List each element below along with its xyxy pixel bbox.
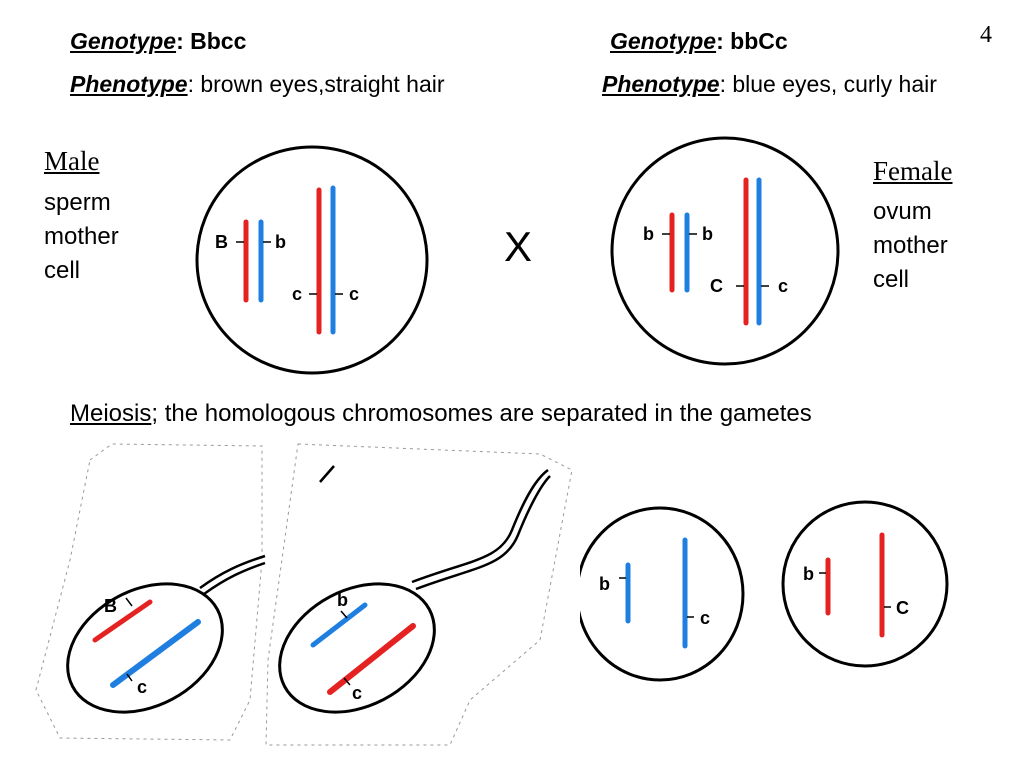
allele-label: c [137, 677, 147, 697]
phenotype-label: Phenotype [70, 71, 188, 97]
sperm-tail [199, 554, 266, 590]
locus-tick [343, 677, 351, 686]
egg-gamete-2: b C [781, 500, 949, 668]
female-cell-description: ovum mother cell [873, 195, 948, 297]
allele-label: c [349, 284, 359, 304]
allele-label: c [352, 683, 362, 703]
locus-tick [126, 673, 133, 682]
meiosis-caption: Meiosis; the homologous chromosomes are … [70, 400, 812, 427]
male-label: Male [44, 146, 100, 176]
cell-membrane [195, 145, 429, 375]
female-mother-cell: b b C c [610, 136, 840, 366]
allele-label: b [702, 224, 713, 244]
egg-gamete-1: b c [574, 506, 745, 682]
allele-label: b [599, 574, 610, 594]
chromosome-red-long [327, 623, 416, 695]
sperm-tail [203, 561, 266, 596]
genotype-value: bbCc [730, 28, 788, 54]
allele-label: c [700, 608, 710, 628]
allele-label: c [778, 276, 788, 296]
sperm-tail-fragment [319, 465, 335, 483]
chromosome-blue-long [110, 619, 201, 688]
male-cell-line-1: sperm [44, 189, 111, 216]
chromosome-red-short [92, 599, 153, 643]
male-cell-description: sperm mother cell [44, 186, 119, 288]
photo-cutout-edge [35, 443, 263, 741]
female-cell-line-2: mother [873, 232, 948, 259]
egg-membrane [781, 500, 949, 668]
photo-cutout-edge [265, 443, 573, 746]
sperm-gamete-1: B c [35, 443, 266, 741]
allele-label: c [292, 284, 302, 304]
chromosome-blue-short [310, 602, 368, 648]
female-cell-line-3: cell [873, 266, 910, 293]
allele-label: B [104, 596, 117, 616]
meiosis-term: Meiosis [70, 400, 152, 427]
allele-label: B [215, 232, 228, 252]
sperm-tail [411, 468, 549, 584]
allele-label: C [896, 598, 909, 618]
genotype-value: Bbcc [190, 28, 247, 54]
phenotype-label: Phenotype [602, 71, 720, 97]
left-phenotype: Phenotype: brown eyes,straight hair [70, 71, 445, 97]
cross-symbol: X [504, 223, 533, 270]
genotype-label: Genotype [610, 28, 717, 54]
left-genotype: Genotype: Bbcc [70, 28, 247, 54]
allele-label: b [803, 564, 814, 584]
right-genotype: Genotype: bbCc [610, 28, 788, 54]
cropped-edge [574, 520, 580, 665]
sperm-head [66, 582, 224, 714]
genotype-label: Genotype [70, 28, 177, 54]
male-mother-cell: B b c c [195, 145, 429, 375]
sperm-tail [415, 475, 551, 591]
sperm-head [278, 582, 436, 714]
allele-label: b [275, 232, 286, 252]
cell-membrane [610, 136, 840, 366]
male-cell-line-2: mother [44, 223, 119, 250]
locus-tick [340, 610, 348, 619]
right-phenotype: Phenotype: blue eyes, curly hair [602, 71, 937, 97]
female-cell-line-1: ovum [873, 198, 932, 225]
female-label: Female [873, 156, 953, 186]
phenotype-value: brown eyes,straight hair [200, 71, 445, 97]
locus-tick [125, 597, 133, 607]
egg-membrane [575, 506, 745, 682]
male-cell-line-3: cell [44, 257, 81, 284]
slide-number: 4 [980, 22, 992, 48]
meiosis-description: the homologous chromosomes are separated… [164, 400, 812, 427]
allele-label: C [710, 276, 723, 296]
phenotype-value: blue eyes, curly hair [732, 71, 937, 97]
sperm-gamete-2: b c [265, 443, 573, 746]
allele-label: b [643, 224, 654, 244]
allele-label: b [337, 590, 348, 610]
